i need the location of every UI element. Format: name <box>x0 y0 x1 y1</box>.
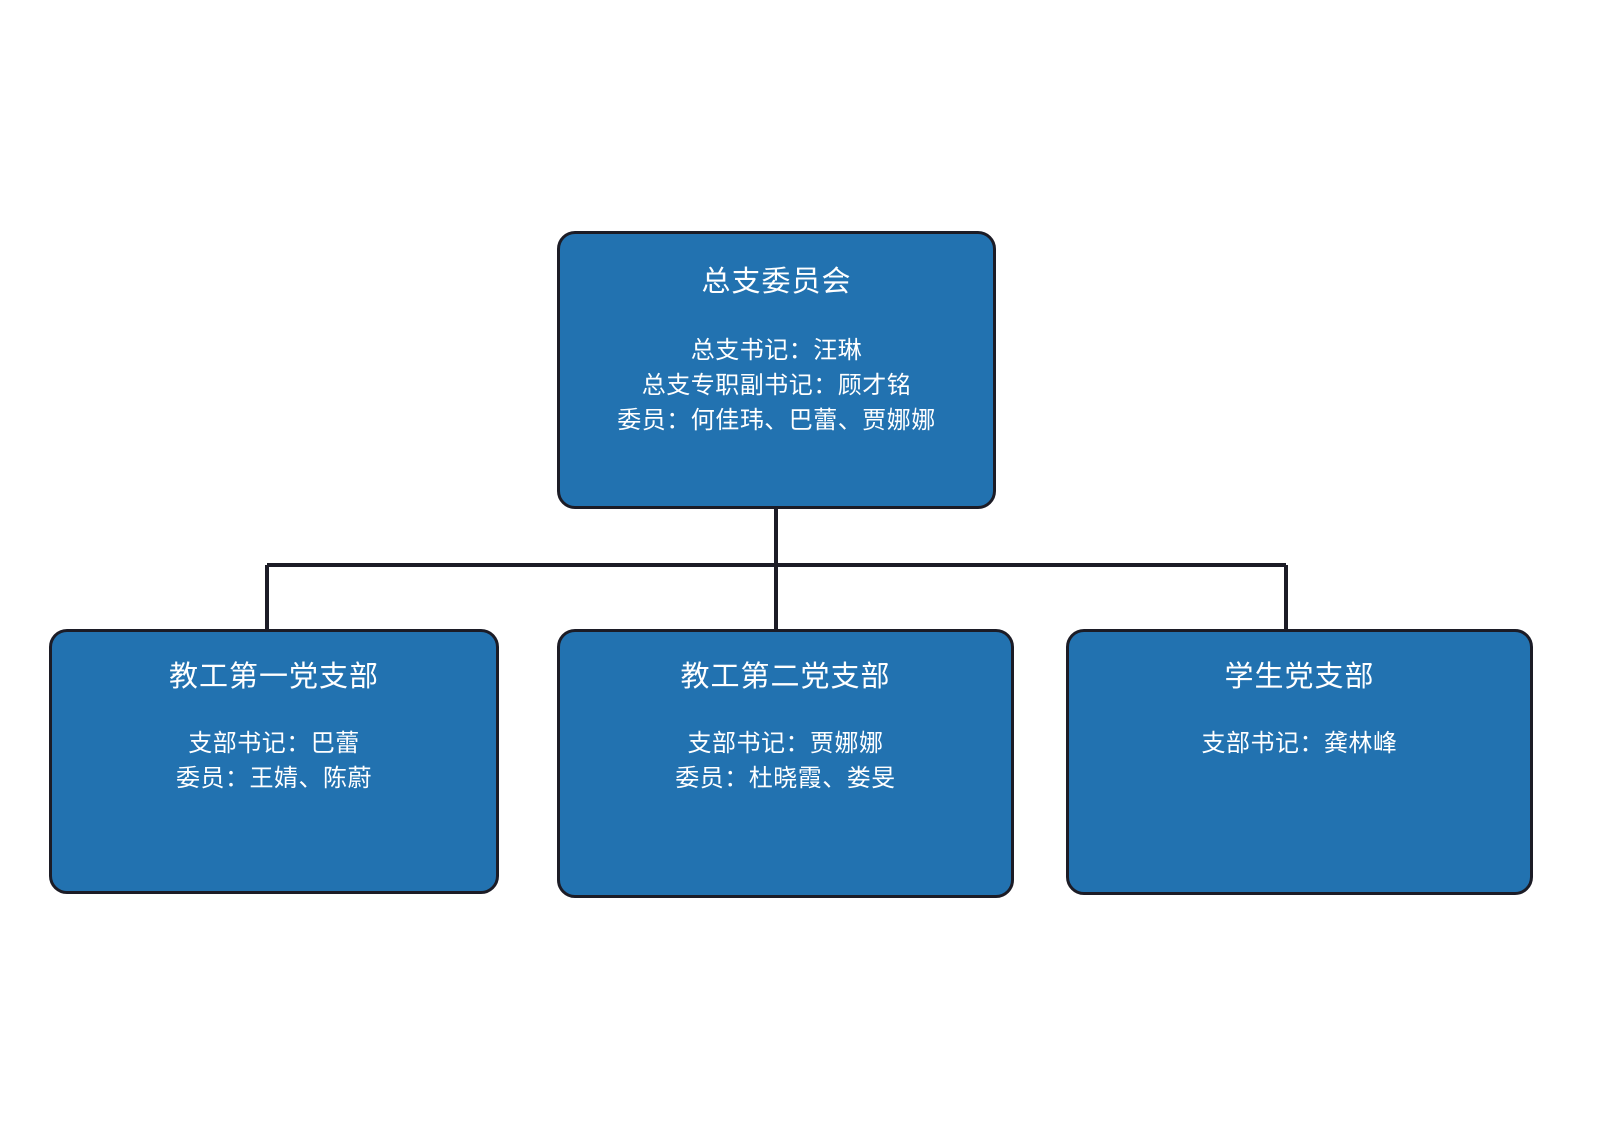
org-node-details: 支部书记：龚林峰 <box>1069 726 1530 761</box>
org-node-detail-line: 委员：杜晓霞、娄旻 <box>675 765 896 792</box>
org-node-title: 学生党支部 <box>1224 661 1375 693</box>
org-node-details: 支部书记：巴蕾 委员：王婧、陈蔚 <box>52 726 496 796</box>
org-node-detail-line: 支部书记：贾娜娜 <box>687 730 884 757</box>
org-node-detail-line: 支部书记：巴蕾 <box>188 730 360 757</box>
org-node-title: 教工第二党支部 <box>680 661 891 693</box>
org-node-root[interactable]: 总支委员会 总支书记：汪琳 总支专职副书记：顾才铭 委员：何佳玮、巴蕾、贾娜娜 <box>557 231 996 509</box>
org-node-detail-line: 委员：王婧、陈蔚 <box>176 765 372 792</box>
org-node-detail-line: 委员：何佳玮、巴蕾、贾娜娜 <box>617 407 936 434</box>
org-node-detail-line: 总支专职副书记：顾才铭 <box>641 372 912 399</box>
org-node-title: 总支委员会 <box>701 266 852 298</box>
org-node-detail-line: 支部书记：龚林峰 <box>1201 730 1398 757</box>
org-node-details: 支部书记：贾娜娜 委员：杜晓霞、娄旻 <box>560 726 1011 796</box>
org-node-detail-line: 总支书记：汪琳 <box>690 337 863 364</box>
org-node-branch-3[interactable]: 学生党支部 支部书记：龚林峰 <box>1066 629 1533 895</box>
org-node-branch-2[interactable]: 教工第二党支部 支部书记：贾娜娜 委员：杜晓霞、娄旻 <box>557 629 1014 898</box>
org-node-title: 教工第一党支部 <box>168 661 379 693</box>
org-node-details: 总支书记：汪琳 总支专职副书记：顾才铭 委员：何佳玮、巴蕾、贾娜娜 <box>560 333 993 438</box>
org-node-branch-1[interactable]: 教工第一党支部 支部书记：巴蕾 委员：王婧、陈蔚 <box>49 629 499 894</box>
